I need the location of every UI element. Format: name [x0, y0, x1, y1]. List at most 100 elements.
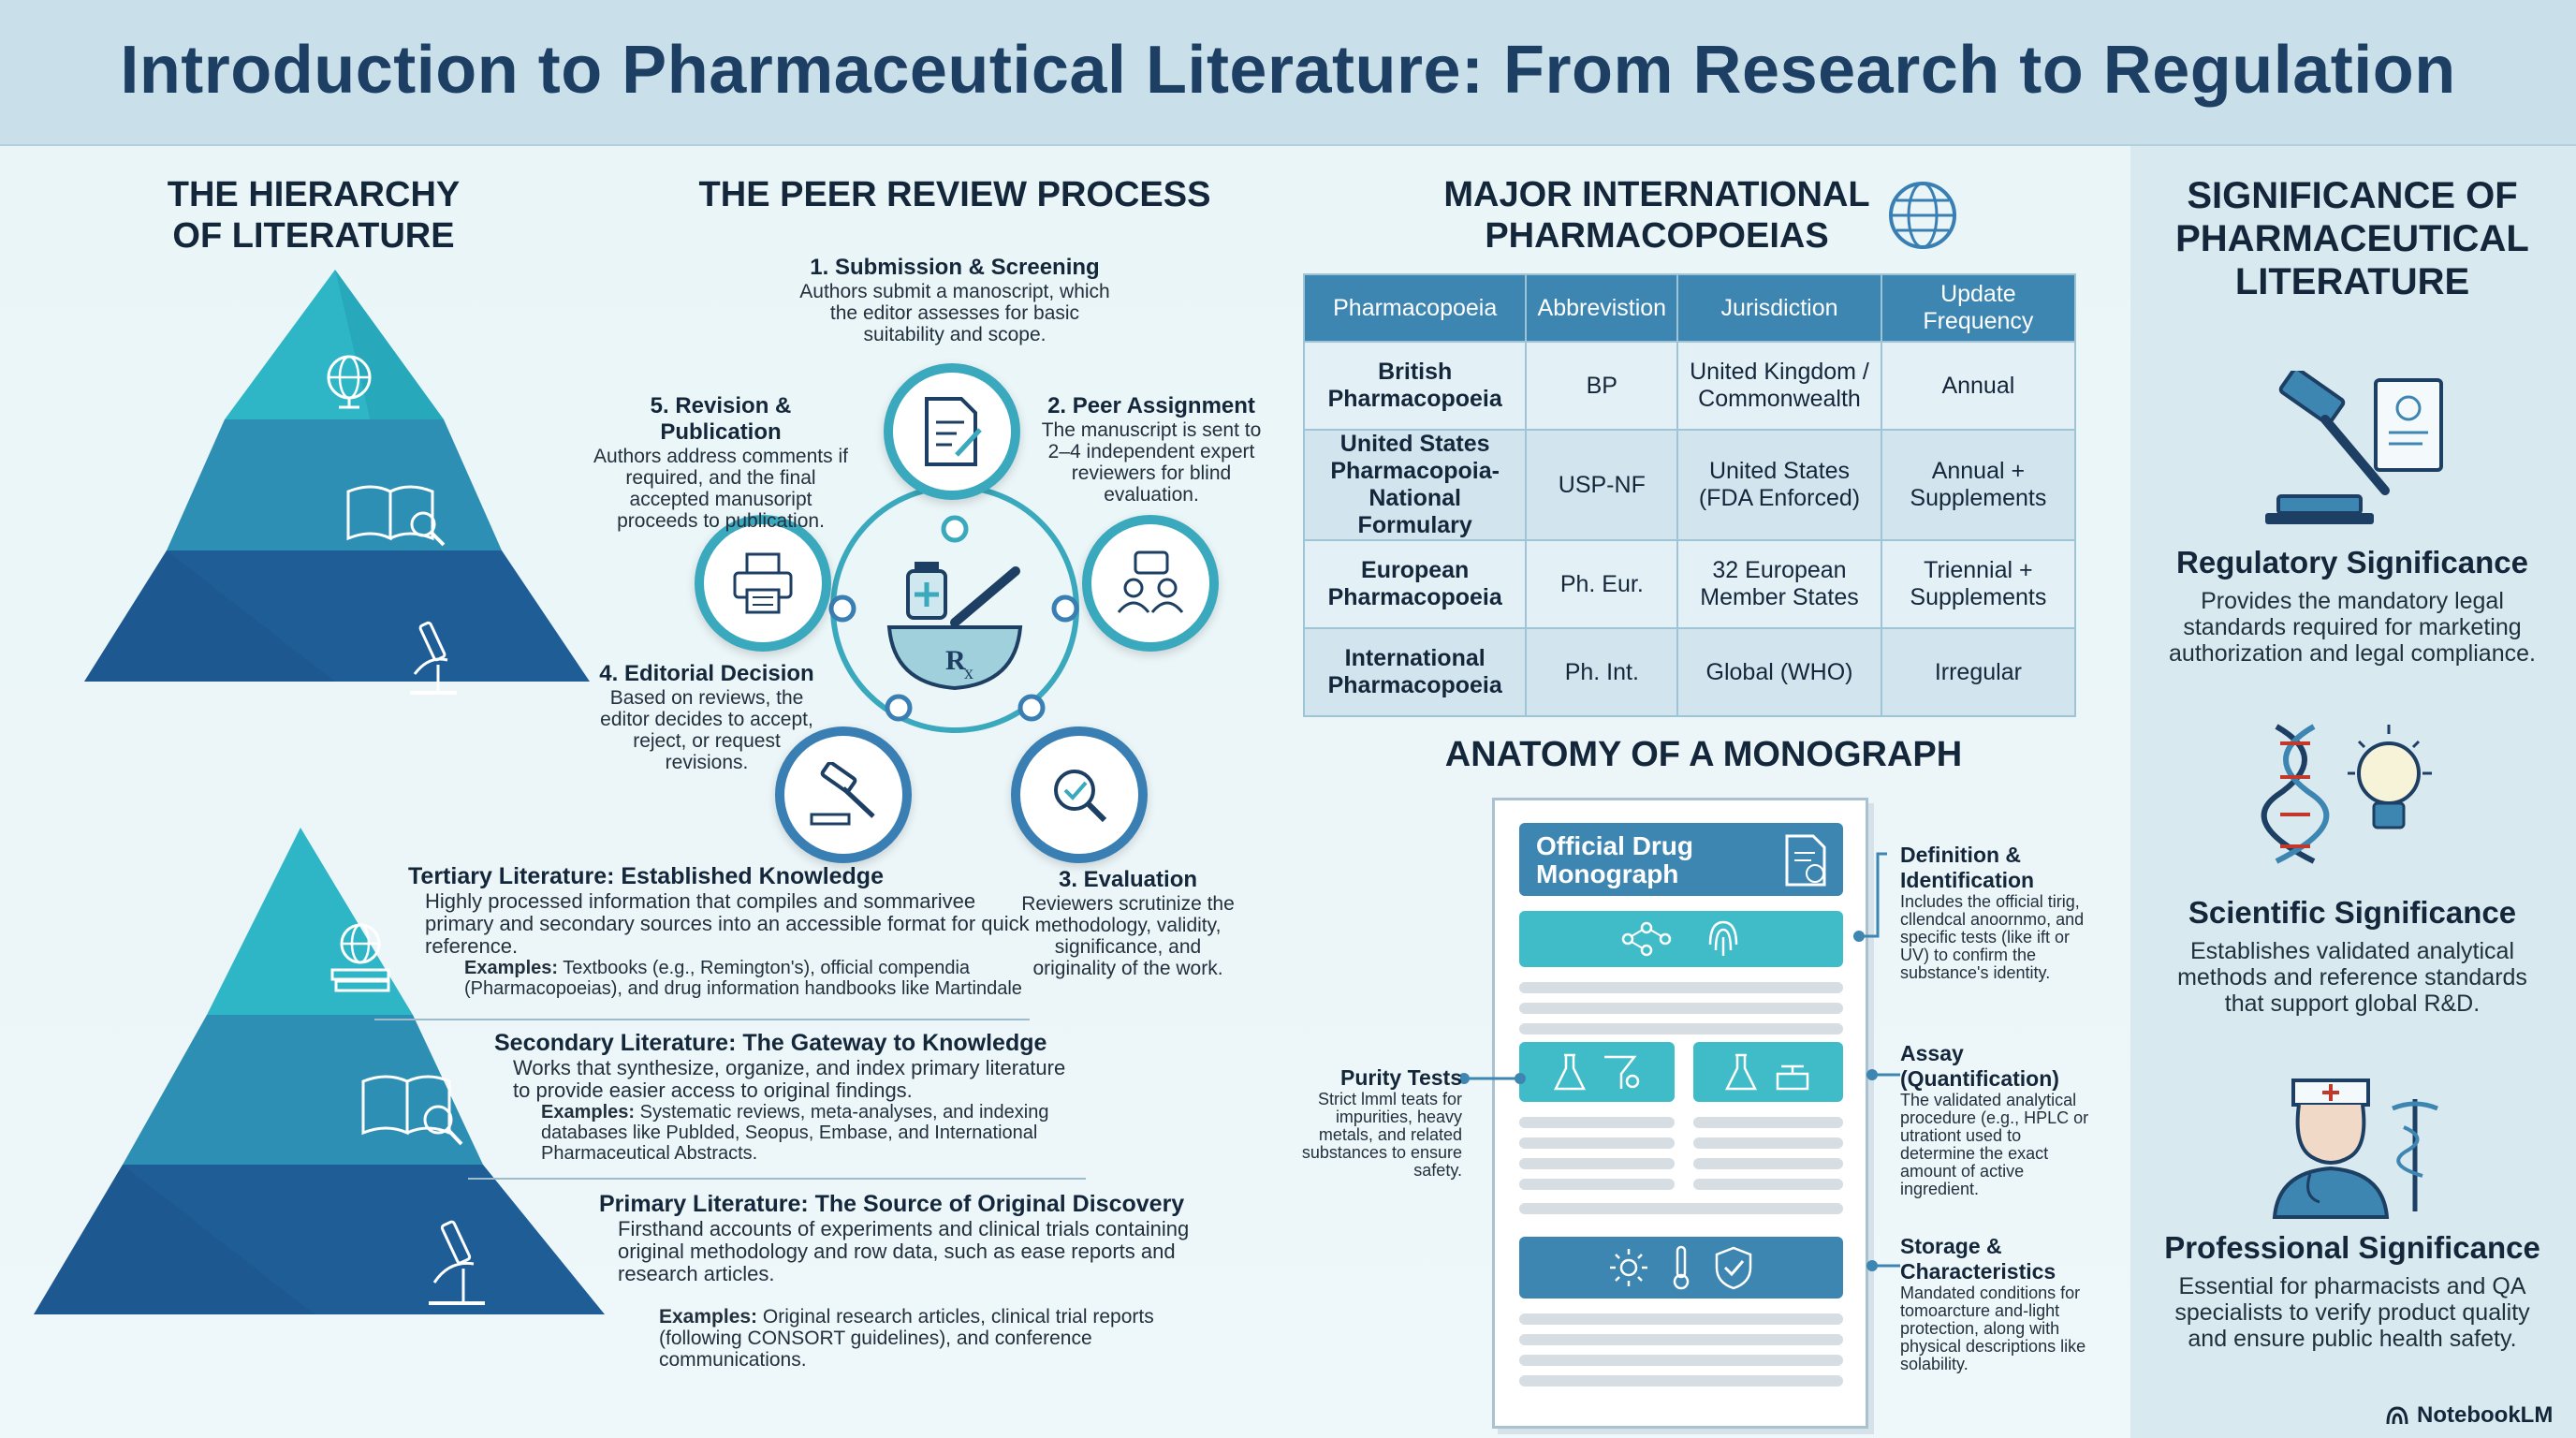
professional-text: Essential for pharmacists and QA special… [2174, 1273, 2530, 1352]
step-3-text: Reviewers scrutinize the methodology, va… [1021, 893, 1235, 979]
text-line [1693, 1158, 1843, 1169]
gavel-certificate-icon [2265, 371, 2443, 524]
purity-panel [1519, 1042, 1675, 1102]
text-line [1519, 1003, 1843, 1014]
table-cell: International Pharmacopoeia [1302, 627, 1528, 717]
dna-lightbulb-icon [2261, 724, 2432, 864]
funnel-icon [1604, 1055, 1640, 1089]
shield-check-icon [1715, 1246, 1752, 1290]
header-banner: Introduction to Pharmaceutical Literatur… [0, 0, 2576, 146]
tertiary-block: Tertiary Literature: Established Knowled… [408, 863, 1045, 999]
primary-block: Primary Literature: The Source of Origin… [599, 1191, 1236, 1371]
assay-panel [1693, 1042, 1843, 1102]
peer-assignment-step-circle [1082, 515, 1219, 652]
primary-title: Primary Literature: The Source of Origin… [599, 1191, 1185, 1217]
definition-callout: Definition & Identification Includes the… [1900, 843, 2097, 982]
secondary-examples: Examples: Systematic reviews, meta-analy… [494, 1102, 1075, 1164]
step-1-text: Authors submit a manoscript, which the e… [799, 281, 1110, 345]
purity-text: Strict lmml teats for impurities, heavy … [1301, 1090, 1462, 1180]
table-cell: United Kingdom / Commonwealth [1676, 341, 1882, 431]
flask-icon [1553, 1053, 1587, 1091]
text-line [1693, 1179, 1843, 1190]
book-search-icon [361, 1075, 463, 1146]
step-2: 2. Peer Assignment The manuscript is sen… [1039, 393, 1264, 506]
purity-callout: Purity Tests Strict lmml teats for impur… [1297, 1065, 1462, 1180]
table-cell: Ph. Eur. [1525, 539, 1679, 629]
significance-panel [2130, 146, 2576, 1438]
identification-bar [1519, 911, 1843, 967]
book-magnifier-icon [346, 485, 446, 547]
tertiary-examples-label: Examples: [464, 958, 559, 978]
svg-text:x: x [964, 663, 973, 683]
table-cell: European Pharmacopoeia [1302, 539, 1528, 629]
text-line [1693, 1137, 1843, 1149]
monograph-heading: ANATOMY OF A MONOGRAPH [1444, 735, 1963, 774]
text-line [1519, 1355, 1843, 1366]
pharmacopoeias-heading: MAJOR INTERNATIONAL PHARMACOPOEIAS [1443, 175, 1870, 256]
table-cell: United States Pharmacopoia- National For… [1302, 429, 1528, 541]
svg-text:R: R [945, 645, 966, 676]
nurse-caduceus-icon [2272, 1078, 2438, 1219]
scientific-title: Scientific Significance [2188, 895, 2517, 930]
primary-examples: Examples: Original research articles, cl… [599, 1306, 1236, 1371]
gavel-icon [810, 762, 875, 826]
reviewers-icon [1117, 550, 1184, 613]
table-cell: BP [1525, 341, 1679, 431]
globe-icon-header [1889, 182, 1956, 249]
fingerprint-icon [1708, 920, 1738, 956]
secondary-divider [468, 1178, 1086, 1180]
professional-title: Professional Significance [2164, 1230, 2540, 1265]
notebooklm-logo-icon [2386, 1406, 2408, 1425]
tertiary-examples-text: Textbooks (e.g., Remington's), official … [464, 958, 1022, 999]
tertiary-examples: Examples: Textbooks (e.g., Remington's),… [408, 958, 1045, 999]
certified-document-icon [1785, 834, 1826, 887]
peer-review-heading: THE PEER REVIEW PROCESS [698, 175, 1211, 214]
primary-text: Firsthand accounts of experiments and cl… [618, 1217, 1190, 1285]
monograph-document: Official Drug Monograph [1492, 798, 1868, 1429]
storage-title: Storage & Characteristics [1900, 1234, 2056, 1284]
text-line [1519, 1179, 1675, 1190]
scientific-text: Establishes validated analytical methods… [2177, 938, 2527, 1017]
document-pen-icon [925, 397, 982, 466]
step-5-text: Authors address comments if required, an… [593, 446, 848, 532]
table-header-row: Pharmacopoeia Abbrevistion Jurisdiction … [1302, 273, 2077, 343]
text-line [1519, 1375, 1843, 1387]
col-header: Pharmacopoeia [1302, 273, 1528, 343]
table-cell: Ph. Int. [1525, 627, 1679, 717]
sun-icon [1610, 1249, 1647, 1286]
storage-text: Mandated conditions for tomoarcture and-… [1900, 1284, 2086, 1373]
text-line [1519, 1117, 1675, 1128]
definition-title: Definition & Identification [1900, 843, 2035, 892]
flask-icon [1724, 1053, 1758, 1091]
regulatory-title: Regulatory Significance [2176, 545, 2528, 580]
table-row: International Pharmacopoeia Ph. Int. Glo… [1302, 627, 2077, 717]
col-header: Update Frequency [1880, 273, 2077, 343]
table-cell: Global (WHO) [1676, 627, 1882, 717]
step-2-title: 2. Peer Assignment [1047, 393, 1255, 418]
step-4-text: Based on reviews, the editor decides to … [600, 687, 813, 773]
primary-examples-label: Examples: [659, 1306, 758, 1328]
microscope-icon [410, 621, 457, 695]
table-cell: British Pharmacopoeia [1302, 341, 1528, 431]
assay-text: The validated analytical procedure (e.g.… [1900, 1091, 2089, 1198]
evaluation-step-circle [1011, 726, 1148, 863]
storage-bar [1519, 1237, 1843, 1299]
text-line [1519, 1334, 1843, 1345]
editorial-decision-step-circle [775, 726, 912, 863]
secondary-text: Works that synthesize, organize, and ind… [513, 1056, 1066, 1102]
definition-text: Includes the official tirig, cllendcal a… [1900, 892, 2085, 982]
table-row: European Pharmacopoeia Ph. Eur. 32 Europ… [1302, 539, 2077, 629]
table-cell: 32 European Member States [1676, 539, 1882, 629]
secondary-block: Secondary Literature: The Gateway to Kno… [494, 1030, 1075, 1164]
microscope-icon-large [429, 1220, 485, 1305]
branding-text: NotebookLM [2417, 1402, 2554, 1428]
printer-icon [733, 552, 793, 614]
table-cell: Annual + Supplements [1880, 429, 2077, 541]
hierarchy-pyramid [84, 270, 590, 682]
table-row: British Pharmacopoeia BP United Kingdom … [1302, 341, 2077, 431]
globe-books-icon [330, 923, 390, 992]
text-line [1519, 982, 1843, 993]
step-4: 4. Editorial Decision Based on reviews, … [590, 661, 824, 773]
assay-callout: Assay (Quantification) The validated ana… [1900, 1041, 2097, 1198]
text-line [1519, 1023, 1843, 1034]
